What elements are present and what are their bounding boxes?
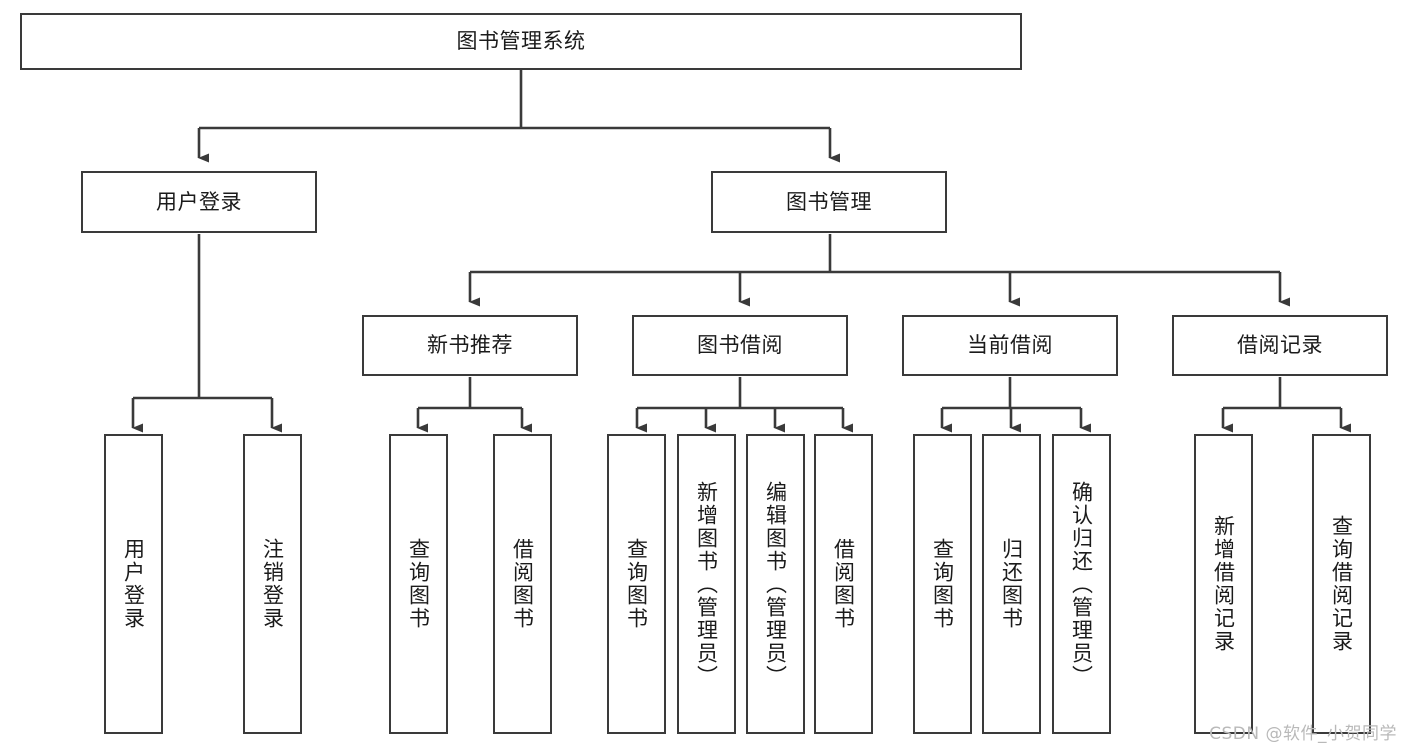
node-leaf-add-book-admin[interactable]: 新增图书（管理员） [677, 434, 736, 734]
node-book-borrow[interactable]: 图书借阅 [632, 315, 848, 376]
node-label: 新增借阅记录 [1211, 515, 1236, 653]
node-label: 借阅图书 [510, 538, 535, 630]
node-label: 图书借阅 [697, 333, 783, 358]
node-leaf-return-books[interactable]: 归还图书 [982, 434, 1041, 734]
node-leaf-query-borrow-record[interactable]: 查询借阅记录 [1312, 434, 1371, 734]
node-new-book-recommend[interactable]: 新书推荐 [362, 315, 578, 376]
node-leaf-edit-book-admin[interactable]: 编辑图书（管理员） [746, 434, 805, 734]
node-user-login[interactable]: 用户登录 [81, 171, 317, 233]
node-label: 查询图书 [624, 538, 649, 630]
node-leaf-query-books-recommend[interactable]: 查询图书 [389, 434, 448, 734]
node-leaf-confirm-return-admin[interactable]: 确认归还（管理员） [1052, 434, 1111, 734]
node-label: 用户登录 [156, 189, 242, 214]
node-leaf-user-login[interactable]: 用户登录 [104, 434, 163, 734]
node-label: 新书推荐 [427, 333, 513, 358]
node-leaf-query-books-borrow[interactable]: 查询图书 [607, 434, 666, 734]
node-leaf-add-borrow-record[interactable]: 新增借阅记录 [1194, 434, 1253, 734]
node-leaf-borrow-books[interactable]: 借阅图书 [814, 434, 873, 734]
node-label: 图书管理系统 [456, 29, 586, 54]
node-label: 编辑图书（管理员） [763, 480, 788, 688]
node-label: 查询图书 [930, 538, 955, 630]
node-book-management[interactable]: 图书管理 [711, 171, 947, 233]
node-leaf-borrow-books-recommend[interactable]: 借阅图书 [493, 434, 552, 734]
node-label: 注销登录 [260, 538, 285, 630]
node-current-borrow[interactable]: 当前借阅 [902, 315, 1118, 376]
node-label: 归还图书 [999, 538, 1024, 630]
node-label: 确认归还（管理员） [1069, 480, 1094, 688]
node-label: 借阅图书 [831, 538, 856, 630]
node-borrow-record[interactable]: 借阅记录 [1172, 315, 1388, 376]
node-label: 查询图书 [406, 538, 431, 630]
watermark-text: CSDN @软件_小贺同学 [1209, 724, 1397, 744]
node-label: 用户登录 [121, 538, 146, 630]
node-label: 查询借阅记录 [1329, 515, 1354, 653]
node-label: 借阅记录 [1237, 333, 1323, 358]
node-leaf-logout[interactable]: 注销登录 [243, 434, 302, 734]
node-label: 图书管理 [786, 189, 872, 214]
node-label: 当前借阅 [967, 333, 1053, 358]
node-root-library-system[interactable]: 图书管理系统 [20, 13, 1022, 70]
node-leaf-query-books-current[interactable]: 查询图书 [913, 434, 972, 734]
node-label: 新增图书（管理员） [694, 480, 719, 688]
